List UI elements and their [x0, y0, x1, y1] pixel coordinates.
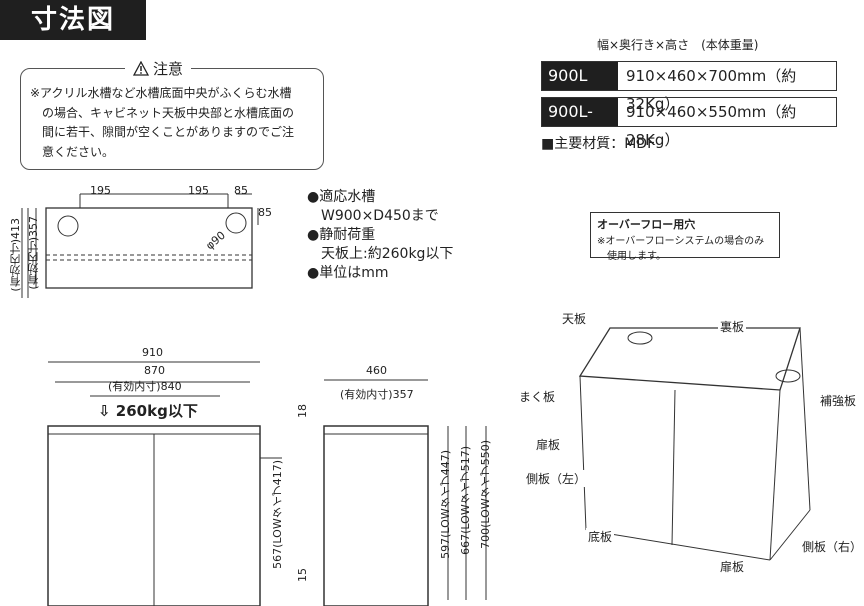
dim-840: (有効内寸)840: [108, 380, 182, 393]
top-view-drawing: [21, 193, 259, 298]
dim-195-b: 195: [188, 184, 209, 197]
dim-front-height: 567(LOWタイプ417): [271, 460, 284, 569]
note-load: ●静耐荷重: [307, 227, 376, 243]
side-view-drawing: [323, 379, 487, 606]
model-name: 900L: [542, 62, 618, 90]
model-spec: 910×460×700mm（約32Kg）: [626, 67, 797, 113]
part-door-right: 扉板: [718, 558, 747, 575]
model-spec: 910×460×550mm（約28Kg）: [626, 103, 797, 149]
dim-357: (有効内寸)357: [340, 388, 414, 401]
note-unit: ●単位はmm: [307, 265, 389, 281]
caution-heading: 注意: [125, 58, 192, 79]
dim-667: 667(LOWタイプ517): [459, 446, 472, 555]
page-title: 寸法図: [0, 0, 146, 40]
dim-870: 870: [144, 364, 165, 377]
part-side-right: 側板（右）: [800, 538, 864, 555]
material-text: ■主要材質：MDF: [541, 136, 656, 152]
dim-700: 700(LOWタイプ550): [479, 440, 492, 549]
part-top: 天板: [560, 310, 589, 327]
dim-85-b: 85: [258, 206, 272, 219]
dim-460: 460: [366, 364, 387, 377]
spec-notes: ●適応水槽 W900×D450まで ●静耐荷重 天板上:約260kg以下 ●単位…: [307, 188, 453, 283]
dim-depth-inner: (有効内寸)357: [27, 216, 40, 290]
part-door-left: 扉板: [534, 436, 563, 453]
dim-15: 15: [296, 568, 309, 582]
dim-18: 18: [296, 404, 309, 418]
part-back: 裏板: [718, 318, 747, 335]
dim-597: 597(LOWタイプ447): [439, 450, 452, 559]
dim-910: 910: [142, 346, 163, 359]
model-name: 900L-Low: [542, 98, 618, 149]
part-fascia: まく板: [517, 388, 558, 405]
front-view-drawing: [47, 361, 282, 606]
overflow-note: ※オーバーフローシステムの場合のみ 使用します。: [597, 236, 765, 262]
spec-row-900l-low: 900L-Low 910×460×550mm（約28Kg）: [541, 97, 837, 149]
load-label: ⇩ 260kg以下: [98, 402, 198, 420]
dim-85-a: 85: [234, 184, 248, 197]
note-load-value: 天板上:約260kg以下: [307, 246, 454, 262]
part-bottom: 底板: [586, 528, 615, 545]
note-tank-size: W900×D450まで: [307, 208, 439, 224]
caution-text: ※アクリル水槽など水槽底面中央がふくらむ水槽 の場合、キャビネット天板中央部と水…: [30, 86, 295, 159]
caution-title: 注意: [153, 60, 184, 78]
note-tank: ●適応水槽: [307, 189, 376, 205]
part-side-left: 側板（左）: [524, 470, 589, 487]
overflow-title: オーバーフロー用穴: [597, 218, 696, 231]
overflow-callout: オーバーフロー用穴 ※オーバーフローシステムの場合のみ 使用します。: [590, 212, 780, 262]
spec-row-900l: 900L 910×460×700mm（約32Kg）: [541, 61, 837, 113]
spec-header: 幅×奥行き×高さ (本体重量): [597, 38, 759, 52]
warning-icon: [133, 61, 149, 76]
dim-depth-outer: (有効内寸)413: [9, 218, 22, 292]
dim-195-a: 195: [90, 184, 111, 197]
isometric-drawing: [578, 327, 811, 561]
part-reinforce: 補強板: [818, 392, 859, 409]
